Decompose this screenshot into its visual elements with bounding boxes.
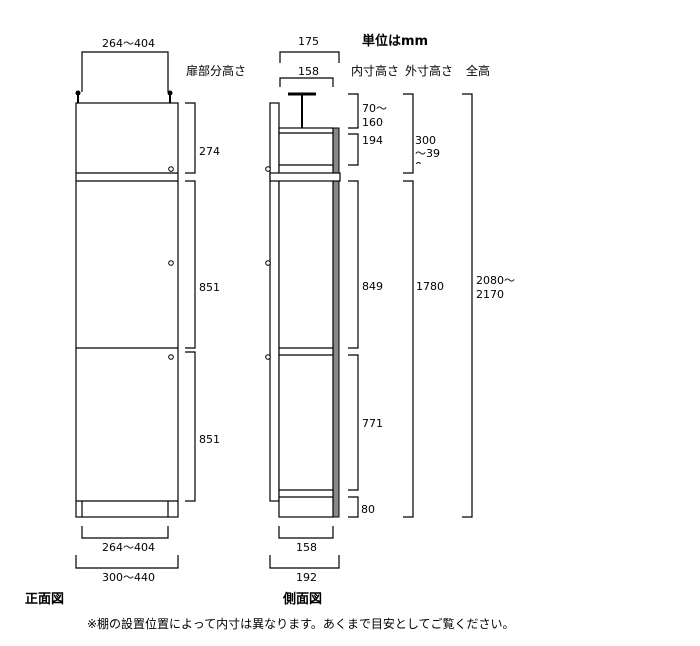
side-view-title: 側面図 [282,591,322,607]
inner-height-label: 194 [362,134,383,147]
outer-height-label-wrapper: 300～390 [415,134,440,164]
side-view: 単位はmm 175 158 内寸高さ 外寸高さ 全高 70～ 160 194 8… [265,33,515,607]
front-top-width: 264～404 [102,37,155,50]
door-height-header: 扉部分高さ [186,63,246,78]
ceiling-rod-icon [75,90,173,103]
door-height-label: 851 [199,433,220,446]
unit-label: 単位はmm [362,33,428,49]
depth-outer: 175 [298,35,319,48]
front-view-title: 正面図 [25,592,64,607]
bottom-outer-depth: 192 [296,571,317,584]
depth-inner: 158 [298,65,319,78]
door-height-label: 274 [199,145,220,158]
door-knob-icon [265,166,271,360]
inner-height-label: 80 [361,503,375,516]
bottom-inner-depth: 158 [296,541,317,554]
front-inner-width: 264～404 [102,541,155,554]
anchor-rod-icon [288,92,316,128]
door-knob-icon [168,166,174,360]
outer-height-header: 外寸高さ [405,63,453,78]
front-view: 264～404 扉部分高さ 274 851 851 264～404 300～44… [25,37,246,607]
inner-height-label: 70～ [362,102,387,115]
front-top-bracket [81,51,169,92]
outer-height-label: 1780 [416,280,444,293]
side-door-panel [269,102,280,502]
door-height-label: 851 [199,281,220,294]
side-carcass [278,127,334,518]
back-panel [332,127,340,518]
fixed-shelf [269,172,341,182]
outer-height-label: 300～390 [415,134,440,164]
total-height-label: 2170 [476,288,504,301]
note-text: ※棚の設置位置によって内寸は異なります。あくまで目安としてご覧ください。 [87,616,515,631]
front-outer-width: 300～440 [102,571,155,584]
total-height-header: 全高 [466,63,490,78]
inner-height-label: 160 [362,116,383,129]
inner-height-label: 771 [362,417,383,430]
front-cabinet-body [75,102,179,518]
total-height-label: 2080～ [476,274,515,287]
inner-height-header: 内寸高さ [351,63,399,78]
inner-height-label: 849 [362,280,383,293]
